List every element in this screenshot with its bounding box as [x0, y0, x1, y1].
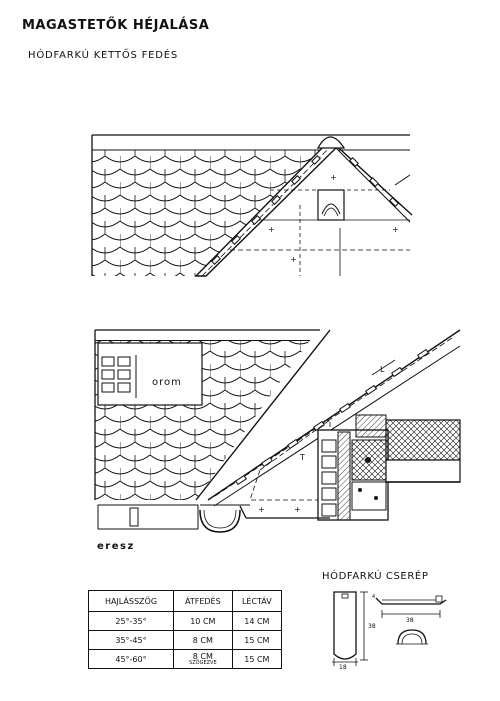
svg-text:T: T	[299, 453, 305, 462]
svg-text:+: +	[290, 255, 297, 264]
cell-overlap-group: 8 CM SZÖGEZVE	[172, 649, 233, 669]
cell-overlap: 8 CM	[192, 652, 213, 661]
svg-text:+: +	[294, 505, 301, 514]
table-row: 45°-60° 8 CM SZÖGEZVE 15 CM	[88, 649, 283, 669]
page-subtitle: HÓDFARKÚ KETTŐS FEDÉS	[28, 50, 179, 61]
table-row: 35°-45° 8 CM 15 CM	[88, 630, 283, 650]
cell-overlap: 10 CM	[172, 611, 233, 631]
tile-detail-drawing: 18 38 38 4	[332, 591, 447, 671]
eave-drawing: orom L T + +	[94, 329, 461, 552]
svg-text:+: +	[258, 505, 265, 514]
cell-overlap: 8 CM	[172, 630, 233, 650]
gable-drawing: + + + +	[91, 134, 413, 277]
tile-section-title: HÓDFARKÚ CSERÉP	[322, 571, 429, 582]
table-row: 25°-35° 10 CM 14 CM	[88, 611, 283, 631]
page-title: MAGASTETŐK HÉJALÁSA	[22, 18, 210, 33]
spec-table: HAJLÁSSZÖG ÁTFEDÉS LÉCTÁV 25°-35° 10 CM …	[88, 590, 283, 669]
spec-table-header-row: HAJLÁSSZÖG ÁTFEDÉS LÉCTÁV	[88, 590, 283, 612]
cell-angle: 35°-45°	[88, 630, 174, 650]
svg-text:+: +	[330, 173, 337, 182]
svg-text:+: +	[392, 225, 399, 234]
profile-depth-dim: 4	[372, 594, 375, 600]
svg-text:L: L	[380, 365, 385, 374]
tile-width-dim: 18	[339, 664, 347, 671]
svg-text:+: +	[268, 225, 275, 234]
cell-angle: 25°-35°	[88, 611, 174, 631]
tile-length-dim-2: 38	[406, 617, 414, 624]
cell-overlap-note: SZÖGEZVE	[189, 660, 217, 666]
eresz-label: eresz	[97, 541, 135, 552]
header-overlap: ÁTFEDÉS	[172, 590, 233, 612]
cell-spacing: 15 CM	[231, 630, 283, 650]
orom-label: orom	[152, 377, 182, 388]
cell-spacing: 14 CM	[231, 611, 283, 631]
header-angle: HAJLÁSSZÖG	[88, 590, 174, 612]
cell-angle: 45°-60°	[88, 649, 174, 669]
header-spacing: LÉCTÁV	[231, 590, 283, 612]
tile-length-dim: 38	[368, 623, 376, 630]
cell-spacing: 15 CM	[231, 649, 283, 669]
